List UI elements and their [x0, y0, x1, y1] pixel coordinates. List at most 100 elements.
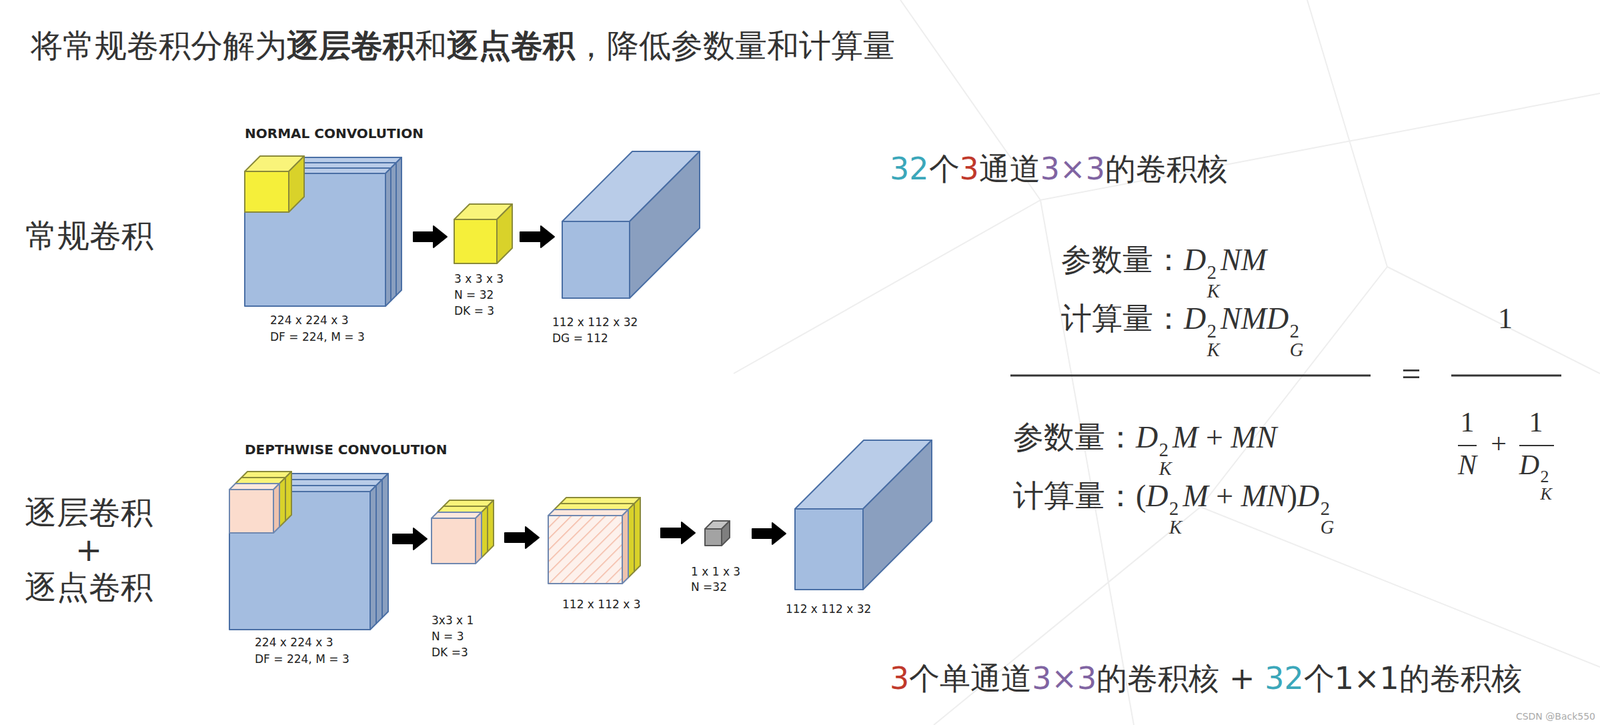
text-run: 个单通道 — [909, 660, 1032, 697]
fraction-line — [1010, 374, 1371, 377]
cube-side — [396, 157, 402, 296]
text-run: M — [1172, 420, 1198, 455]
subscript: K — [1207, 340, 1220, 361]
text-run: D — [1519, 449, 1540, 481]
dimension-label: 112 x 112 x 32 — [552, 315, 638, 329]
watermark: CSDN @Back550 — [1515, 710, 1596, 723]
superscript: 2 — [1320, 499, 1335, 519]
arrow-shape — [752, 522, 786, 545]
cube-front — [229, 489, 274, 533]
text-run: 逐层卷积 — [286, 26, 415, 65]
subscript: K — [1539, 485, 1552, 503]
text-run: M — [1182, 478, 1208, 513]
cube-side — [721, 520, 730, 546]
cube-front — [562, 221, 630, 299]
dimension-label: N =32 — [690, 580, 727, 594]
cube-side — [629, 151, 700, 299]
text-run: 通道 — [979, 150, 1041, 187]
text-run: 逐点卷积 — [446, 26, 575, 65]
superscript: 2 — [1539, 468, 1552, 486]
cube-side — [385, 168, 391, 307]
text-run: 3 — [959, 150, 980, 187]
decor-lines — [733, 0, 1600, 725]
cube-front — [454, 219, 497, 264]
cube-side — [273, 483, 280, 533]
text-run: ( — [1135, 478, 1146, 513]
text-run: 个1×1的卷积核 — [1303, 660, 1522, 697]
cube-side — [376, 479, 383, 624]
plus-sign: + — [1490, 426, 1507, 461]
text-run: 3×3 — [1040, 150, 1106, 187]
dimension-label: 224 x 224 x 3 — [270, 313, 349, 327]
superscript: 2 — [1207, 322, 1220, 342]
text-run: 和 — [414, 26, 447, 65]
dimension-label: DK = 3 — [454, 304, 495, 318]
text-run: D — [1297, 478, 1320, 513]
cube-top — [235, 477, 286, 484]
cube-side — [863, 440, 932, 590]
text-run: MN — [1230, 420, 1277, 455]
fraction-term: D2K — [1519, 448, 1553, 503]
text-run: 2K — [1159, 440, 1172, 479]
cube-side — [475, 512, 482, 564]
subscript: K — [1159, 459, 1172, 479]
dimension-label: DK =3 — [431, 645, 469, 659]
fraction-term: 1 — [1529, 405, 1544, 439]
cube-side — [382, 473, 389, 618]
fraction-term: 1 — [1460, 405, 1475, 439]
subscript: G — [1289, 340, 1304, 361]
text-run: D — [1145, 478, 1168, 513]
superscript: 2 — [1289, 322, 1304, 342]
text-run: 2K — [1207, 322, 1220, 361]
superscript: 2 — [1169, 499, 1182, 519]
arrow-shape — [392, 528, 427, 550]
cube-side — [285, 471, 292, 521]
cube-side — [481, 506, 488, 558]
text-run: NM — [1220, 242, 1267, 277]
cube-front — [244, 171, 289, 213]
equals-sign: = — [1401, 353, 1421, 395]
fraction-term: N — [1457, 448, 1477, 482]
dimension-label: 3x3 x 1 — [431, 613, 474, 627]
text-run: 的卷积核 + — [1096, 660, 1265, 697]
dimension-label: 112 x 112 x 32 — [785, 602, 872, 616]
cube-front — [794, 508, 864, 590]
cube-top — [431, 512, 482, 519]
row-label: 常规卷积 — [25, 216, 154, 256]
text-run: 的卷积核 — [1105, 150, 1228, 187]
text-run: N — [1457, 449, 1477, 481]
cube-front — [548, 515, 623, 584]
cube-side — [288, 156, 305, 213]
arrow-shape — [520, 226, 555, 248]
cube-side — [634, 497, 641, 572]
formula: 计算量：(D2KM + MN)D2G — [1013, 477, 1336, 538]
superscript: 2 — [1207, 263, 1220, 283]
section-heading: DEPTHWISE CONVOLUTION — [244, 441, 447, 458]
kernel-note: 3个单通道3×3的卷积核 + 32个1×1的卷积核 — [889, 660, 1522, 697]
cube-top — [241, 471, 292, 478]
text-run: 计算量： — [1061, 300, 1184, 337]
cube-top — [548, 509, 629, 516]
text-run: 2G — [1320, 499, 1335, 538]
text-run: ) — [1287, 478, 1298, 513]
cube-top — [443, 500, 494, 507]
arrow-shape — [413, 226, 447, 248]
text-run: 3×3 — [1031, 660, 1097, 697]
text-run: D — [1183, 242, 1206, 277]
dimension-label: 3 x 3 x 3 — [454, 272, 504, 286]
subscript: K — [1207, 282, 1220, 302]
section-heading: NORMAL CONVOLUTION — [244, 125, 424, 142]
cube-top — [560, 497, 641, 504]
text-run: ，降低参数量和计算量 — [574, 26, 896, 65]
fraction-line — [1451, 374, 1562, 377]
text-run: 将常规卷积分解为 — [30, 26, 287, 65]
arrow-shape — [660, 522, 695, 544]
row-label: 逐层卷积 + 逐点卷积 — [18, 493, 159, 606]
cube-side — [487, 500, 494, 552]
text-run: 3 — [889, 660, 910, 697]
text-run: 32 — [889, 150, 930, 187]
fraction-line — [1457, 444, 1477, 447]
text-run: 参数量： — [1061, 241, 1184, 278]
dimension-label: N = 3 — [431, 629, 465, 643]
